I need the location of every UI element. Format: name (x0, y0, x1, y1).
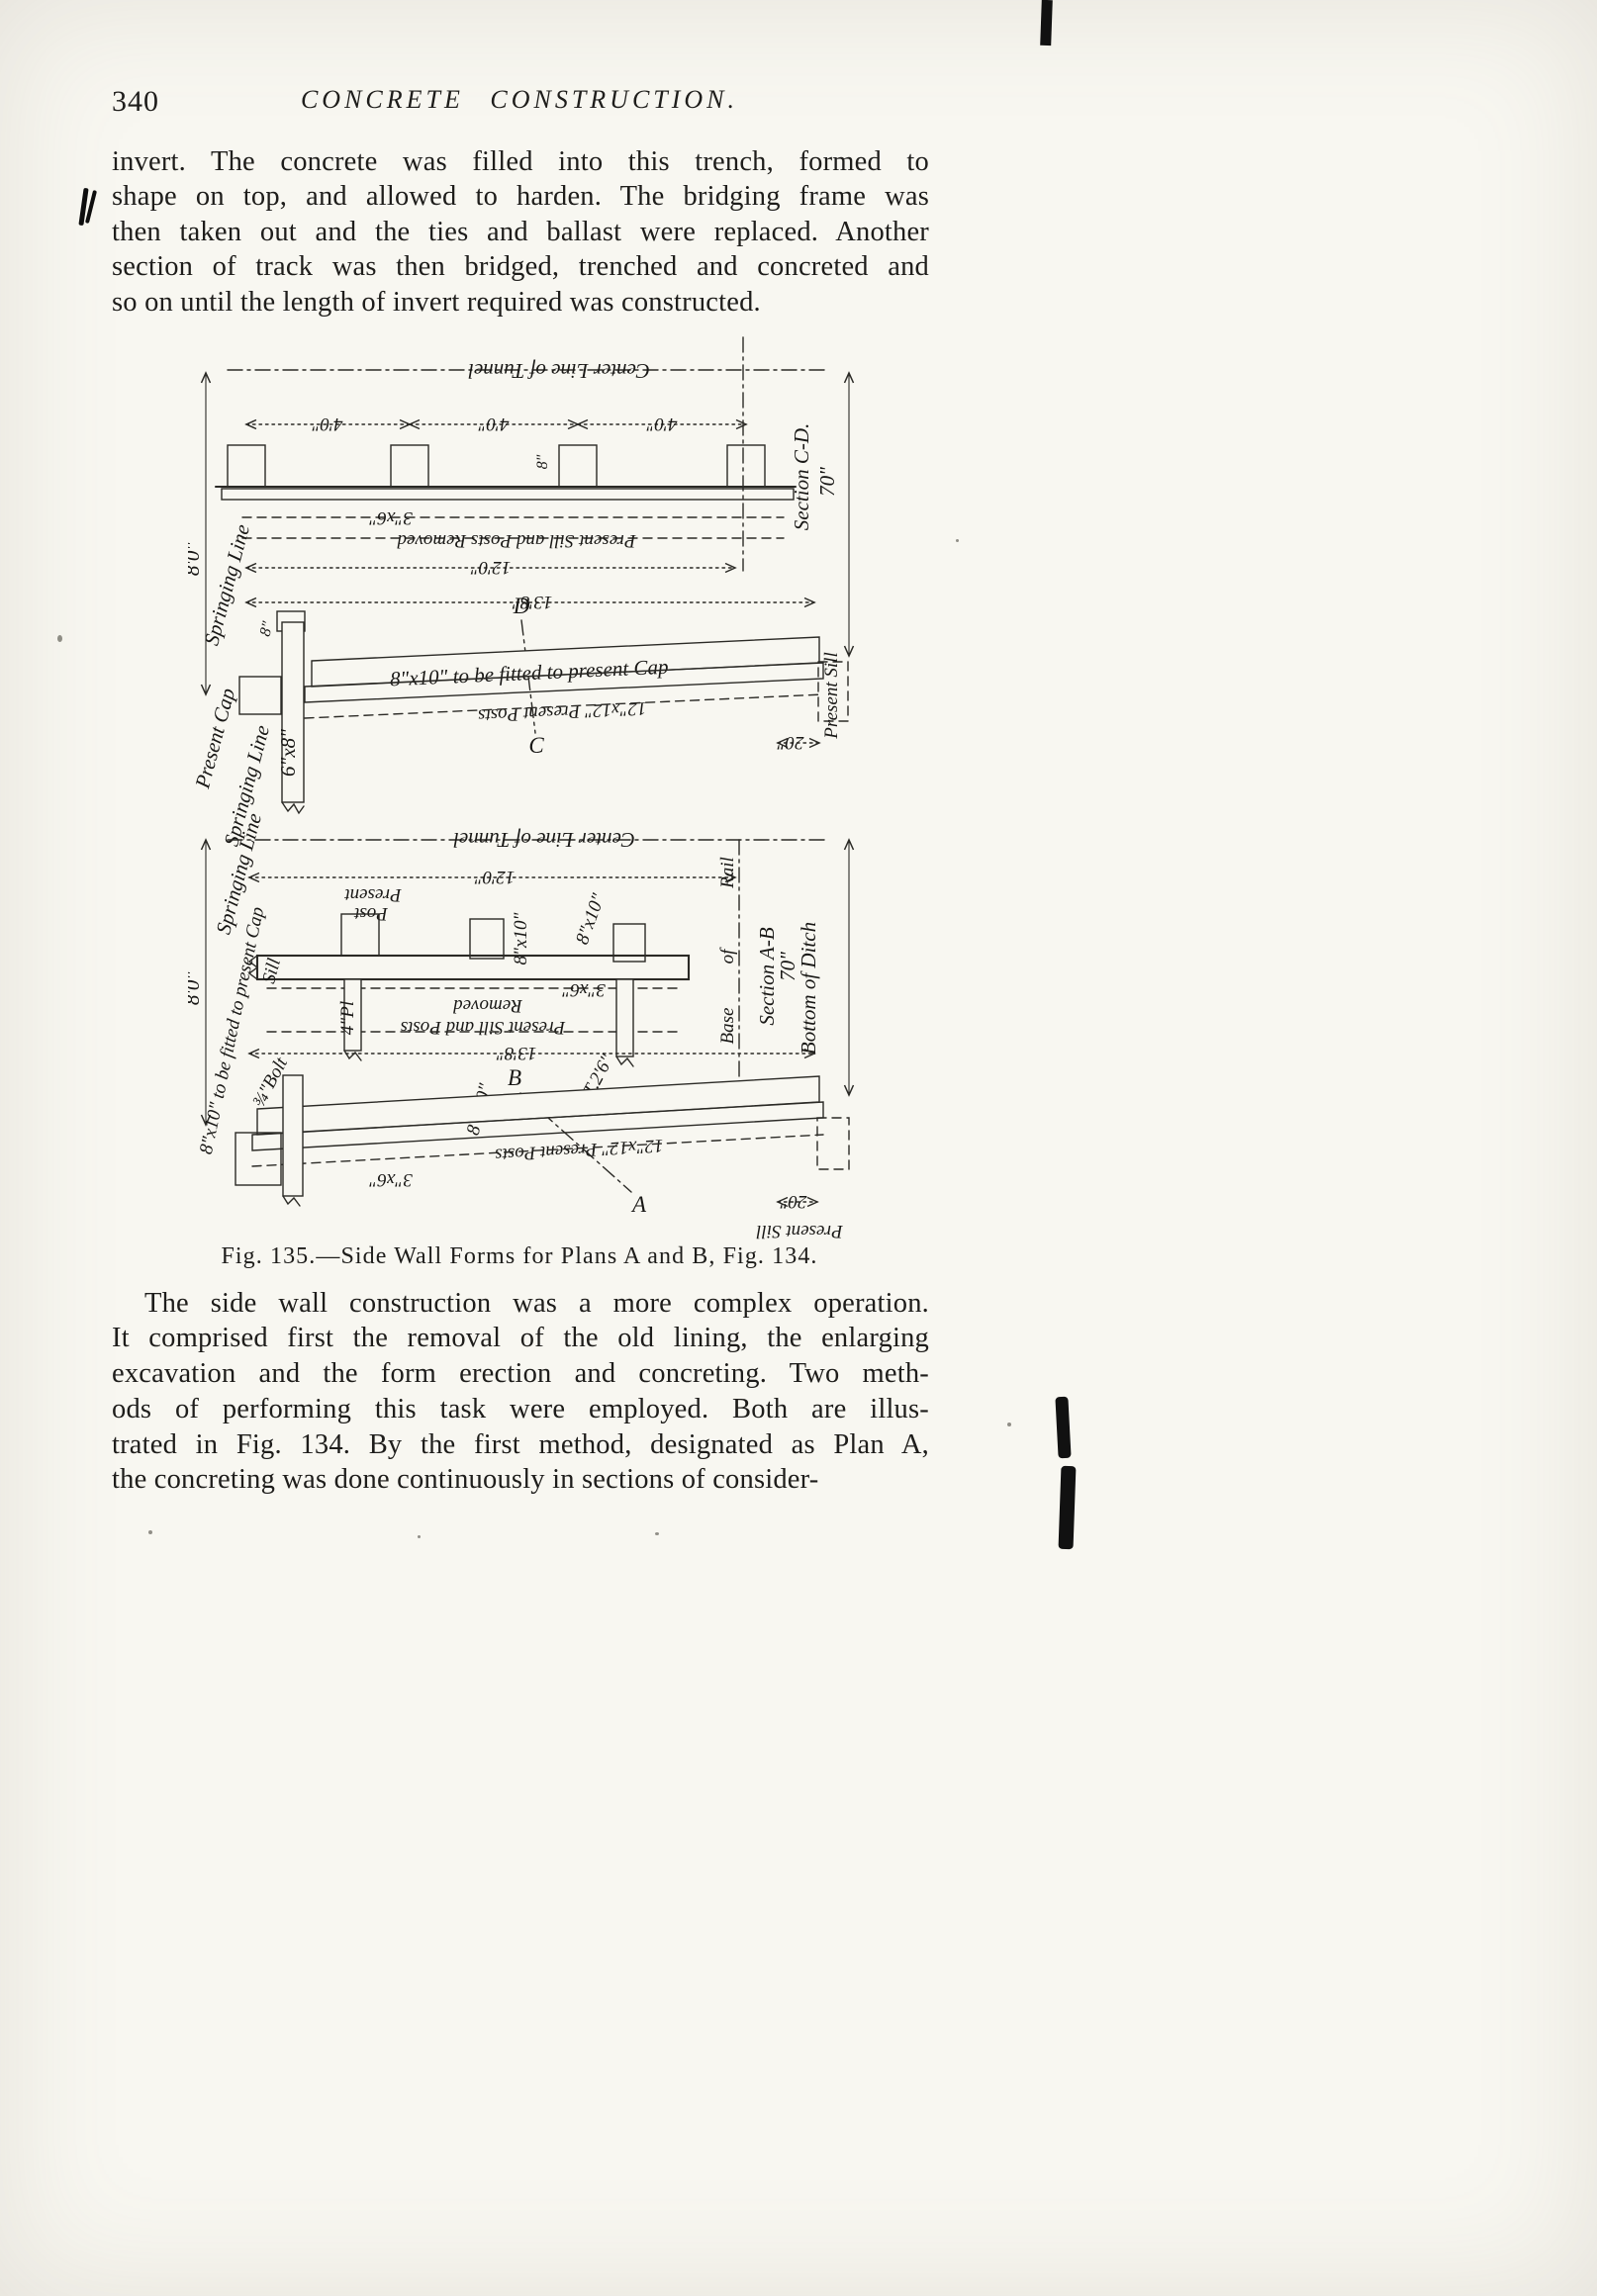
label-section-ab: Section A-B (755, 927, 779, 1026)
present-cap-block (238, 676, 282, 715)
post-block (390, 444, 429, 488)
label-removed-1: Removed (453, 995, 523, 1016)
present-cap-block (235, 1132, 282, 1186)
section-ab-drawing: Center Line of Tunnel 12'0" Springing Li… (188, 811, 855, 1241)
label-present-posts: 12"x12" Present Posts (495, 1135, 664, 1165)
label-6x8: 6"x8" (276, 729, 300, 777)
label-dim-12ft: 12'0" (474, 867, 516, 887)
label-8x10: 8"x10" (572, 890, 610, 948)
label-3x6: 3"x6" (368, 507, 413, 528)
label-8x10: 8"x10" (511, 912, 531, 965)
sill-board (221, 488, 795, 501)
label-present: Present (344, 884, 403, 905)
text-line: excavation and the form erection and con… (112, 1358, 929, 1389)
text-line: the concreting was done continuously in … (112, 1464, 819, 1495)
label-dim-13ft8: 13'8" (496, 1043, 537, 1063)
label-dim-20in: 20" (779, 1191, 806, 1212)
label-dim-4ft: 4'0" (477, 413, 509, 434)
label-springing-line: Springing Line (199, 522, 254, 648)
beam-8x10 (256, 1075, 820, 1136)
post-block (469, 918, 505, 960)
label-3x6: 3"x6" (561, 979, 606, 1000)
label-dim-8in: 8" (257, 619, 277, 638)
label-rail: Rail (717, 857, 738, 889)
page-number: 340 (112, 85, 159, 118)
speck-artifact (655, 1532, 659, 1535)
label-letter-d: D (513, 594, 530, 618)
label-dim-12ft: 12'0" (470, 557, 512, 578)
post-block (612, 923, 646, 963)
label-center-line-bottom: Center Line of Tunnel (453, 828, 635, 852)
label-letter-c: C (528, 733, 544, 758)
label-base: Base (717, 1008, 738, 1045)
label-3x6: 3"x6" (368, 1169, 413, 1190)
section-cd-drawing: Center Line of Tunnel 4'0" 4'0" 4'0" 8" … (188, 336, 855, 849)
text-line: shape on top, and allowed to harden. The… (112, 181, 929, 212)
label-dim-13ft8: 13'8" (512, 592, 553, 612)
text-line: It comprised first the removal of the ol… (112, 1323, 929, 1353)
figure-135-drawing: Center Line of Tunnel 4'0" 4'0" 4'0" 8" … (188, 336, 855, 1241)
post-block (558, 444, 598, 488)
label-4in-plank: 4"Pl (337, 1001, 358, 1035)
speck-artifact (1007, 1423, 1011, 1426)
left-plank (282, 1074, 304, 1197)
speck-artifact (418, 1535, 421, 1538)
label-of: of (717, 947, 738, 964)
present-sill-outline (817, 661, 849, 722)
label-dim-4ft: 4'0" (311, 413, 342, 434)
speck-artifact (148, 1530, 152, 1534)
label-dim-70in: 70" (776, 952, 799, 981)
label-removed: Present Sill and Posts Removed (397, 530, 636, 551)
label-dim-8in: 8" (534, 454, 551, 469)
text-line: invert. The concrete was filled into thi… (112, 146, 929, 177)
present-sill-outline (816, 1117, 850, 1170)
speck-artifact (956, 539, 959, 542)
figure-caption: Fig. 135.—Side Wall Forms for Plans A an… (221, 1243, 818, 1269)
text-line: so on until the length of invert require… (112, 287, 761, 318)
post-block (227, 444, 266, 488)
scan-artifact (1058, 1465, 1077, 1550)
hanging-plank (615, 978, 634, 1057)
label-dim-20in: 20" (776, 732, 803, 753)
label-present-posts: 12"x12" Present Posts (478, 697, 647, 726)
label-present-sill: Present Sill (756, 1221, 843, 1241)
label-bottom-of-ditch: Bottom of Ditch (797, 922, 820, 1055)
speck-artifact (57, 635, 62, 642)
label-dim-70in: 70" (815, 467, 839, 497)
label-center-line-top: Center Line of Tunnel (468, 359, 650, 383)
scan-artifact (1055, 1396, 1072, 1459)
text-line: The side wall construction was a more co… (144, 1288, 929, 1319)
label-dim-4ft: 4'0" (645, 413, 677, 434)
text-line: ods of performing this task were employe… (112, 1394, 929, 1424)
label-letter-a: A (630, 1192, 647, 1217)
label-letter-b: B (508, 1065, 521, 1090)
label-dim-8ft: 8'0" (188, 542, 204, 576)
text-line: then taken out and the ties and ballast … (112, 217, 929, 247)
text-line: section of track was then bridged, trenc… (112, 251, 929, 282)
label-section-cd: Section C-D. (790, 423, 813, 530)
ink-mark-artifact (77, 187, 99, 228)
label-dim-8ft: 8'0" (188, 971, 204, 1005)
post-block (726, 444, 766, 488)
label-sill: Sill (258, 957, 285, 986)
scan-artifact (1040, 0, 1053, 46)
left-plank (281, 621, 305, 803)
present-posts-strip (304, 662, 824, 703)
text-line: trated in Fig. 134. By the first method,… (112, 1429, 929, 1460)
label-present-sill: Present Sill (821, 652, 842, 739)
label-removed-2: Present Sill and Posts (401, 1017, 567, 1038)
running-head: CONCRETE CONSTRUCTION. (300, 85, 739, 114)
label-present-cap: Present Cap (190, 686, 239, 791)
